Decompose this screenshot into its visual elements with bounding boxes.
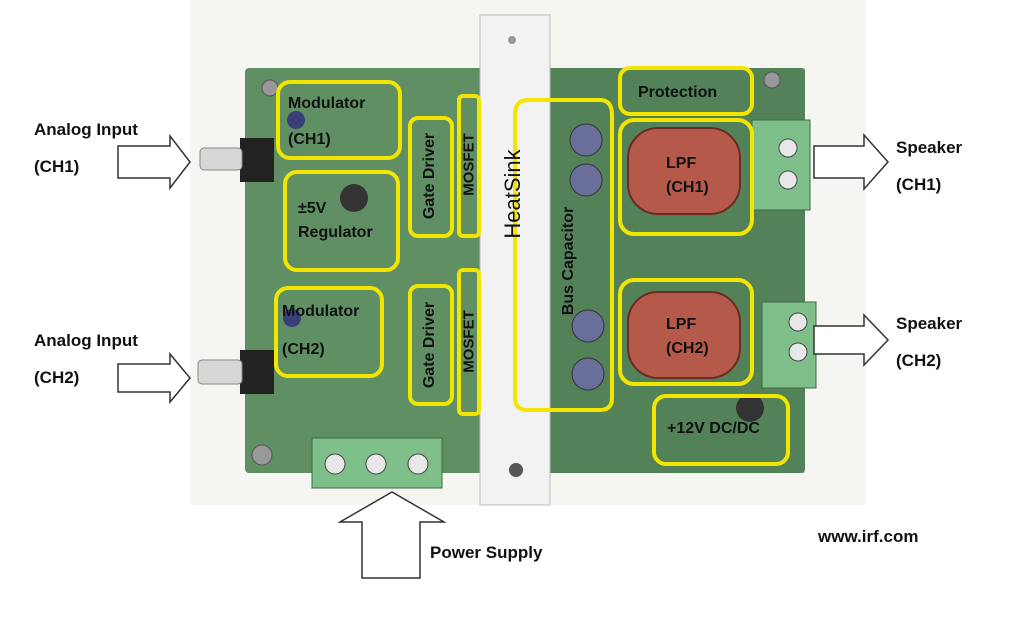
gate-driver-ch2-label: Gate Driver xyxy=(421,301,438,389)
terminal-screw xyxy=(324,453,346,475)
mosfet-ch2-box xyxy=(457,268,481,416)
regulator-box xyxy=(283,170,400,272)
modulator-ch1-box xyxy=(276,80,402,160)
terminal-screw xyxy=(778,170,798,190)
dcdc-inductor xyxy=(736,394,764,422)
speaker-ch1-label: Speaker xyxy=(896,138,963,157)
power-supply-label: Power Supply xyxy=(430,543,543,562)
protection-label: Protection xyxy=(638,84,718,101)
speaker-ch2-label: Speaker xyxy=(896,314,963,333)
speaker-ch2-channel: (CH2) xyxy=(896,351,942,370)
speaker-terminal-ch1 xyxy=(751,119,811,211)
lpf-ch2-channel: (CH2) xyxy=(666,340,709,357)
rca-plug-ch1 xyxy=(199,147,243,171)
mosfet-ch2-label: MOSFET xyxy=(460,310,478,373)
regulator-capacitor xyxy=(340,184,368,212)
mounting-screw xyxy=(763,71,781,89)
mosfet-ch1-box xyxy=(457,94,481,238)
gate-driver-ch1-label: Gate Driver xyxy=(421,132,438,220)
lpf-ch1-box xyxy=(618,118,754,236)
modulator-ch1-label: Modulator xyxy=(288,95,366,112)
analog-input-ch1-channel: (CH1) xyxy=(34,157,80,176)
modulator-ch2-channel: (CH2) xyxy=(282,341,325,358)
modulator-capacitor xyxy=(287,111,305,129)
terminal-screw xyxy=(788,342,808,362)
arrow-power-supply xyxy=(337,491,447,579)
arrow-analog-input-ch2 xyxy=(117,351,191,405)
terminal-screw xyxy=(788,312,808,332)
dcdc-box xyxy=(652,394,790,466)
speaker-ch1-channel: (CH1) xyxy=(896,175,942,194)
bus-capacitor xyxy=(569,123,603,157)
lpf-inductor-ch1 xyxy=(627,127,741,215)
bus-capacitor xyxy=(569,163,603,197)
rca-plug-ch2 xyxy=(197,359,243,385)
gate-driver-ch2-box xyxy=(408,284,454,406)
arrow-analog-input-ch1 xyxy=(117,133,191,191)
speaker-terminal-ch2 xyxy=(761,301,817,389)
modulator-ch1-channel: (CH1) xyxy=(288,131,331,148)
bus-capacitor xyxy=(571,309,605,343)
rca-jack-ch1 xyxy=(240,138,274,182)
regulator-voltage-label: ±5V xyxy=(298,200,327,217)
bus-capacitor xyxy=(571,357,605,391)
dcdc-label: +12V DC/DC xyxy=(667,420,760,437)
modulator-ch2-box xyxy=(274,286,384,378)
lpf-inductor-ch2 xyxy=(627,291,741,379)
lpf-ch2-label: LPF xyxy=(666,316,697,333)
mosfet-ch1-label: MOSFET xyxy=(460,133,478,196)
lpf-ch1-label: LPF xyxy=(666,155,697,172)
lpf-ch2-box xyxy=(618,278,754,386)
modulator-capacitor xyxy=(283,309,301,327)
bus-capacitor-label: Bus Capacitor xyxy=(560,206,577,316)
arrow-speaker-ch2 xyxy=(813,313,890,367)
heatsink-hole xyxy=(509,463,523,477)
analog-input-ch2-label: Analog Input xyxy=(34,331,138,350)
mounting-screw xyxy=(251,444,273,466)
modulator-ch2-label: Modulator xyxy=(282,303,360,320)
terminal-screw xyxy=(365,453,387,475)
mounting-screw xyxy=(261,79,279,97)
regulator-label: Regulator xyxy=(298,224,373,241)
analog-input-ch2-channel: (CH2) xyxy=(34,368,80,387)
heatsink-label: HeatSink xyxy=(500,149,525,239)
highlight-boxes xyxy=(274,66,790,466)
heatsink-screw-top xyxy=(508,36,516,44)
gate-driver-ch1-box xyxy=(408,116,454,238)
arrow-speaker-ch1 xyxy=(813,133,890,191)
bus-capacitor-box xyxy=(513,98,614,412)
rca-jack-ch2 xyxy=(240,350,274,394)
protection-box xyxy=(618,66,754,116)
arrows xyxy=(117,133,890,579)
lpf-ch1-channel: (CH1) xyxy=(666,179,709,196)
analog-input-ch1-label: Analog Input xyxy=(34,120,138,139)
terminal-screw xyxy=(407,453,429,475)
terminal-screw xyxy=(778,138,798,158)
website-label: www.irf.com xyxy=(818,527,919,546)
